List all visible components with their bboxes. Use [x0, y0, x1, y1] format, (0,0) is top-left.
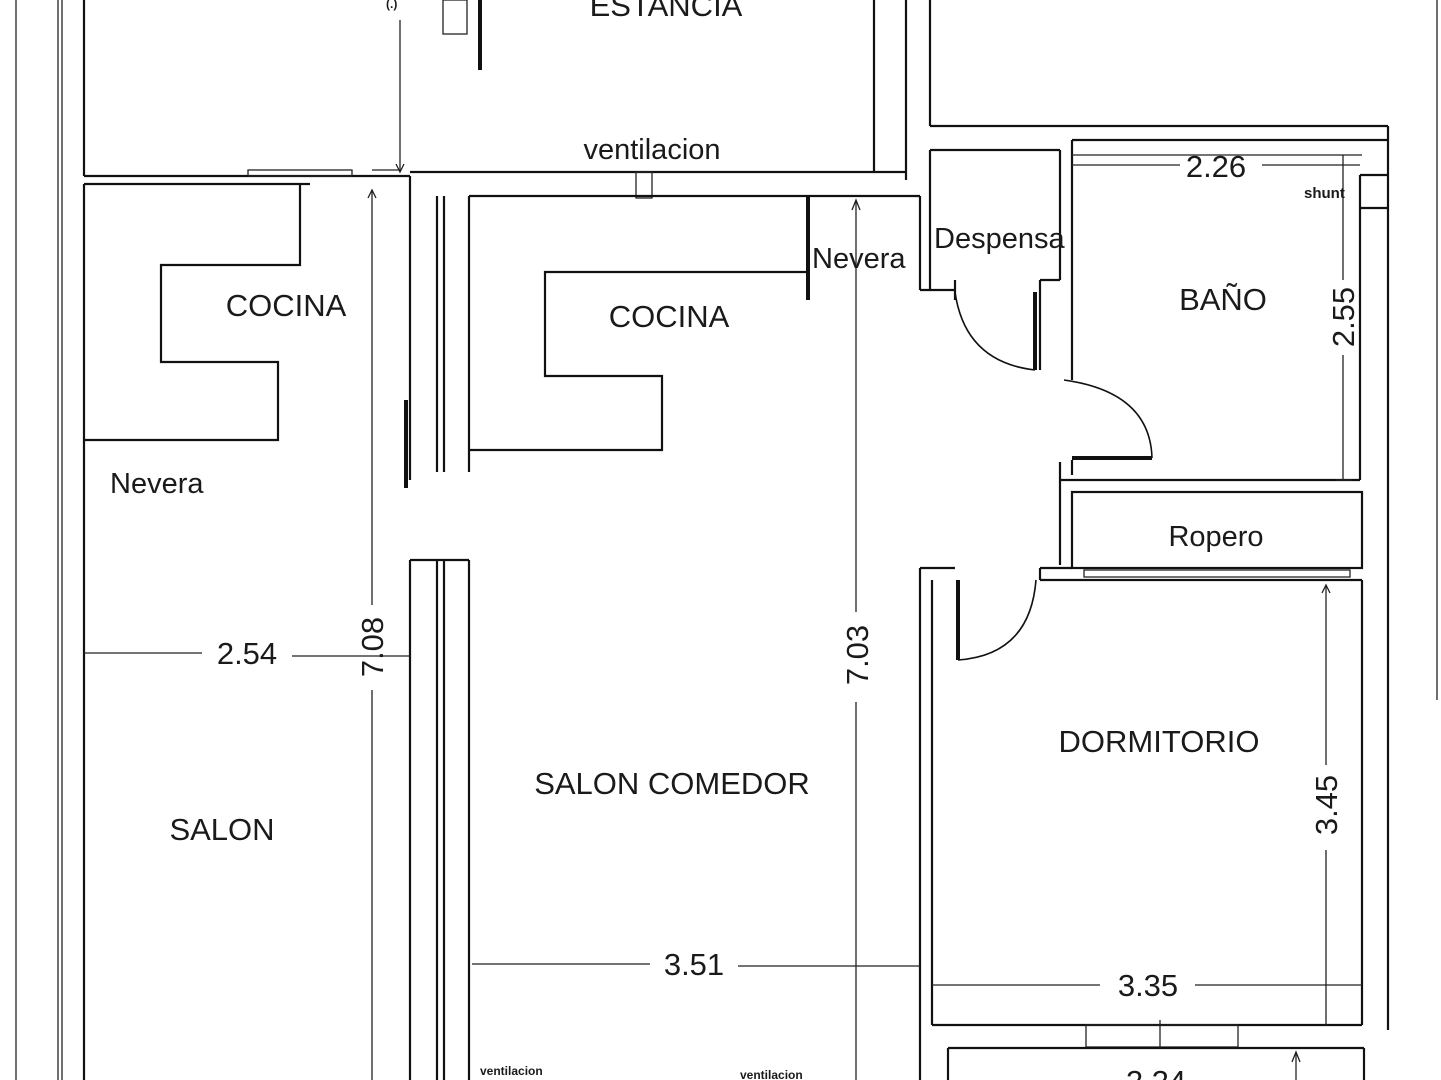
room-label-cocina-left: COCINA — [226, 288, 347, 323]
dimension-lines — [84, 154, 1362, 1080]
ropero-walls — [1070, 490, 1364, 578]
dormitorio-door-arc — [957, 579, 1037, 661]
outer-walls — [15, 0, 1438, 1080]
bano-door-arc — [1063, 379, 1153, 459]
despensa-door-arc — [954, 291, 1036, 371]
dim-salon-height: 7.08 — [355, 617, 390, 677]
room-label-dormitorio: DORMITORIO — [1059, 724, 1260, 759]
label-ventilacion-bottom-left: ventilacion — [480, 1064, 543, 1078]
dim-bano-height: 2.55 — [1326, 287, 1361, 347]
despensa-walls — [928, 148, 1062, 371]
center-kitchen-walls — [469, 194, 955, 452]
room-label-ropero: Ropero — [1168, 521, 1263, 553]
central-wall-strip — [404, 176, 471, 1080]
dim-dormitorio-height: 3.45 — [1309, 775, 1344, 835]
left-kitchen-walls — [82, 184, 302, 1080]
room-label-estancia: ESTANCIA — [590, 0, 743, 23]
label-nevera-center: Nevera — [812, 243, 906, 275]
label-ventilacion-top: ventilacion — [583, 134, 720, 166]
dim-salon-width: 2.54 — [217, 636, 277, 671]
room-label-despensa: Despensa — [934, 223, 1065, 255]
label-shunt: shunt — [1304, 185, 1345, 202]
room-label-bano: BAÑO — [1179, 282, 1267, 317]
label-ventilacion-bottom-center: ventilacion — [740, 1068, 803, 1080]
label-nevera-left: Nevera — [110, 468, 204, 500]
room-label-salon-comedor: SALON COMEDOR — [534, 766, 810, 801]
dim-comedor-height: 7.03 — [840, 625, 875, 685]
dim-bano-width: 2.26 — [1186, 149, 1246, 184]
label-top-marker: (.) — [386, 0, 397, 11]
estancia-walls — [82, 0, 1388, 199]
dim-comedor-width: 3.51 — [664, 947, 724, 982]
bano-walls — [1058, 126, 1390, 1030]
room-label-cocina-center: COCINA — [609, 299, 730, 334]
dim-dormitorio-width: 3.35 — [1118, 968, 1178, 1003]
dim-bottom-room-width: 2.24 — [1126, 1064, 1186, 1080]
room-label-salon: SALON — [169, 812, 274, 847]
dormitorio-walls — [918, 566, 1366, 1080]
